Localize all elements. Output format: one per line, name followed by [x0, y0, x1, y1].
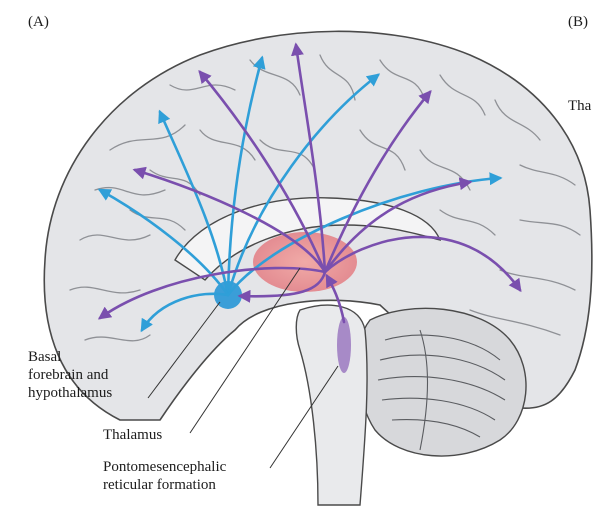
cerebellum-folia	[377, 329, 506, 451]
cerebellum	[356, 307, 527, 457]
panel-b-label: (B)	[568, 14, 588, 30]
blue-projection-arrow	[97, 188, 230, 297]
purple-projection-arrow	[198, 70, 327, 274]
thalamic-projections	[97, 42, 522, 324]
blue-projection-arrow	[140, 292, 230, 333]
callout-leaders	[147, 267, 339, 469]
purple-projection-arrow	[97, 266, 327, 320]
gyri-pattern	[69, 54, 581, 342]
reticular-formation	[337, 317, 351, 373]
purple-projection-arrow	[323, 177, 473, 274]
thalamus-leader	[189, 267, 301, 434]
callout-line: hypothalamus	[28, 385, 113, 401]
basal-forebrain-leader	[147, 301, 221, 399]
purple-projection-arrow	[325, 273, 346, 324]
purple-projection-arrow	[323, 235, 522, 293]
thalamus-nucleus	[253, 232, 357, 292]
purple-projection-arrow	[132, 166, 327, 274]
brainstem	[295, 304, 368, 506]
purple-projection-arrow	[237, 270, 327, 303]
purple-projection-arrow	[290, 42, 327, 274]
blue-projection-arrow	[226, 55, 266, 297]
panel-a-label: (A)	[28, 14, 49, 30]
reticular-leader	[269, 365, 339, 469]
corpus-callosum	[174, 197, 442, 281]
callout-line: Pontomesencephalic	[103, 459, 227, 475]
blue-projection-arrow	[226, 73, 381, 297]
pontomesencephalic-callout: Pontomesencephalic reticular formation	[103, 458, 226, 494]
purple-projection-arrow	[323, 90, 432, 274]
panel-b-cut-text: Tha	[568, 98, 592, 114]
callout-line: Basal	[28, 349, 62, 365]
thalamus-callout: Thalamus	[103, 427, 163, 443]
callout-line: forebrain and	[28, 367, 109, 383]
basal-forebrain-callout: Basal forebrain and hypothalamus	[28, 348, 112, 402]
callout-line: reticular formation	[103, 477, 216, 493]
